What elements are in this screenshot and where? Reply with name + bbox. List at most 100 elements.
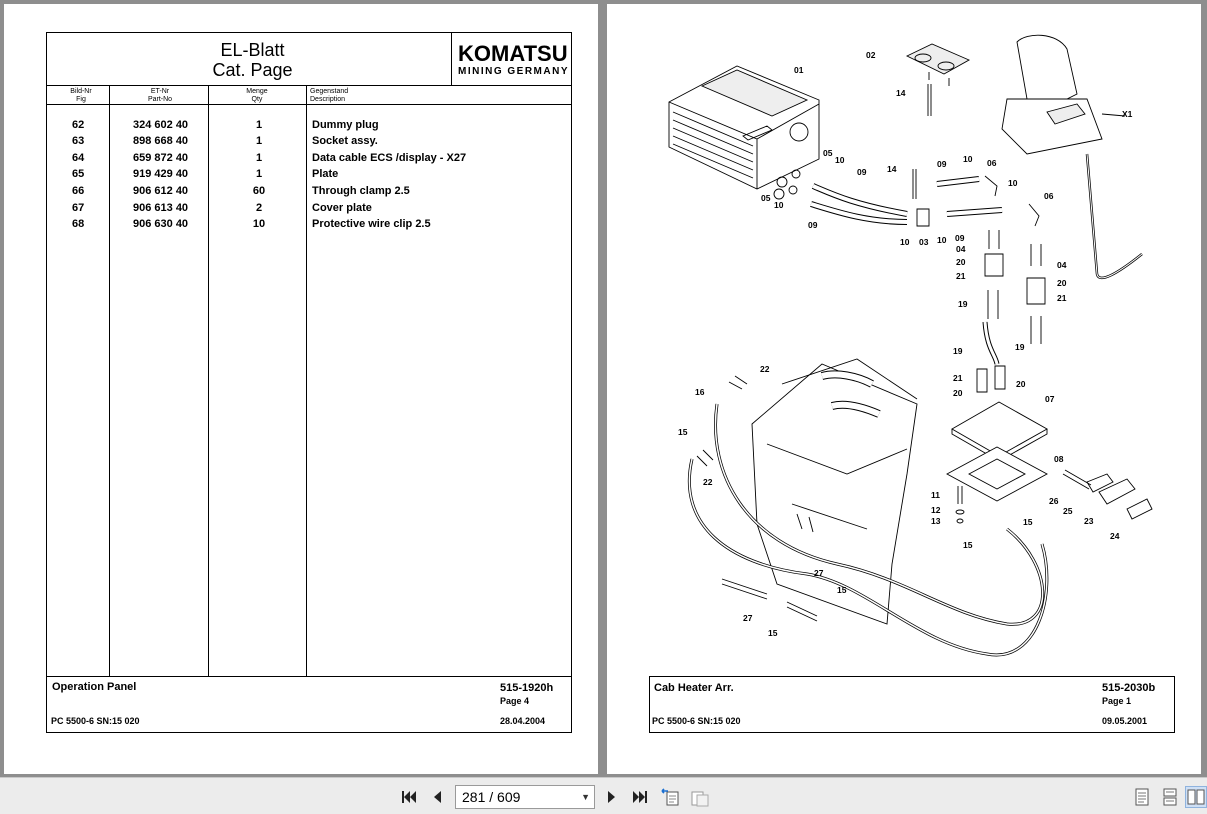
continuous-view-icon[interactable] <box>1159 786 1181 808</box>
row-fig: 63 <box>72 135 85 147</box>
catalog-frame <box>46 32 572 733</box>
prev-page-icon[interactable] <box>426 786 448 808</box>
col-part-header: ET-Nr Part-No <box>142 88 178 104</box>
row-qty: 2 <box>255 202 263 214</box>
callout-10: 10 <box>774 200 784 210</box>
callout-09: 09 <box>955 233 965 243</box>
sheet-title: EL-Blatt <box>220 40 285 60</box>
callout-20: 20 <box>1057 278 1067 288</box>
callout-22: 22 <box>703 477 713 487</box>
col-fig-en: Fig <box>76 96 86 103</box>
left-catalog-page: EL-Blatt Cat. Page KOMATSU MINING GERMAN… <box>4 4 598 774</box>
callout-10: 10 <box>937 235 947 245</box>
footer-page: Page 1 <box>1102 696 1132 706</box>
row-qty: 1 <box>255 135 263 147</box>
pdf-navigation-toolbar: 281 / 609 ▼ <box>0 777 1207 814</box>
callout-07: 07 <box>1045 394 1055 404</box>
row-desc: Plate <box>312 168 339 180</box>
single-page-view-icon[interactable] <box>1131 786 1153 808</box>
row-desc: Dummy plug <box>312 119 379 131</box>
callout-20: 20 <box>1016 379 1026 389</box>
row-qty: 1 <box>255 152 263 164</box>
callout-x1: X1 <box>1122 109 1133 119</box>
callout-06: 06 <box>1044 191 1054 201</box>
go-forward-view-icon[interactable] <box>689 786 711 808</box>
callout-25: 25 <box>1063 506 1073 516</box>
next-page-icon[interactable] <box>601 786 623 808</box>
callout-06: 06 <box>987 158 997 168</box>
callout-15: 15 <box>678 427 688 437</box>
callout-16: 16 <box>695 387 705 397</box>
callout-21: 21 <box>956 271 966 281</box>
callout-11: 11 <box>931 490 940 500</box>
callout-12: 12 <box>931 505 941 515</box>
callout-01: 01 <box>794 65 804 75</box>
callout-08: 08 <box>1054 454 1064 464</box>
callout-15: 15 <box>768 628 778 638</box>
cab-heater-drawing: 01 02 14 05 10 09 14 09 10 06 10 06 05 1… <box>668 34 1153 657</box>
komatsu-logo-sub: MINING GERMANY <box>458 66 569 77</box>
row-desc: Through clamp 2.5 <box>312 185 410 197</box>
callout-27: 27 <box>743 613 753 623</box>
col-part-de: ET-Nr <box>150 88 170 95</box>
col-desc-header: Gegenstand Description <box>310 88 348 104</box>
chevron-down-icon[interactable]: ▼ <box>581 792 590 802</box>
row-fig: 66 <box>72 185 85 197</box>
footer-date: 28.04.2004 <box>500 716 546 726</box>
page-number-text: 281 / 609 <box>462 789 521 805</box>
two-page-view-icon[interactable] <box>1185 786 1207 808</box>
row-qty: 60 <box>252 185 266 197</box>
col-qty-en: Qty <box>251 96 263 103</box>
col-divider-2 <box>208 86 209 676</box>
header-divider <box>46 85 572 86</box>
callout-20: 20 <box>956 257 966 267</box>
row-desc: Socket assy. <box>312 135 378 147</box>
first-page-icon[interactable] <box>398 786 420 808</box>
right-drawing-page: 01 02 14 05 10 09 14 09 10 06 10 06 05 1… <box>607 4 1201 774</box>
callout-03: 03 <box>919 237 929 247</box>
callout-04: 04 <box>1057 260 1067 270</box>
row-part: 659 872 40 <box>133 152 189 164</box>
col-divider-3 <box>306 86 307 676</box>
row-fig: 64 <box>72 152 85 164</box>
col-part-en: Part-No <box>147 96 173 103</box>
footer-title: Operation Panel <box>52 681 137 693</box>
footer-model: PC 5500-6 SN:15 020 <box>652 716 741 726</box>
callout-15: 15 <box>837 585 847 595</box>
row-part: 906 612 40 <box>133 185 189 197</box>
go-back-view-icon[interactable] <box>659 786 681 808</box>
page-number-input[interactable]: 281 / 609 ▼ <box>455 785 595 809</box>
col-desc-de: Gegenstand <box>310 88 349 95</box>
col-qty-de: Menge <box>246 88 268 95</box>
callout-05: 05 <box>761 193 771 203</box>
callout-19: 19 <box>958 299 968 309</box>
row-fig: 62 <box>72 119 85 131</box>
callout-22: 22 <box>760 364 770 374</box>
callout-10: 10 <box>900 237 910 247</box>
callout-23: 23 <box>1084 516 1094 526</box>
col-fig-header: Bild-Nr Fig <box>66 88 96 104</box>
callout-24: 24 <box>1110 531 1120 541</box>
col-qty-header: Menge Qty <box>242 88 272 104</box>
komatsu-logo: KOMATSU <box>458 41 568 66</box>
footer-title: Cab Heater Arr. <box>654 682 734 694</box>
callout-10: 10 <box>835 155 845 165</box>
callout-19: 19 <box>953 346 963 356</box>
callout-19: 19 <box>1015 342 1025 352</box>
callout-15: 15 <box>963 540 973 550</box>
row-fig: 65 <box>72 168 85 180</box>
callout-10: 10 <box>1008 178 1018 188</box>
footer-divider <box>46 676 572 677</box>
callout-10: 10 <box>963 154 973 164</box>
col-desc-en: Description <box>310 96 346 103</box>
row-qty: 1 <box>255 119 263 131</box>
row-part: 906 630 40 <box>133 218 189 230</box>
footer-date: 09.05.2001 <box>1102 716 1148 726</box>
footer-page: Page 4 <box>500 696 530 706</box>
row-desc: Cover plate <box>312 202 372 214</box>
col-fig-de: Bild-Nr <box>70 88 92 95</box>
last-page-icon[interactable] <box>629 786 651 808</box>
callout-20: 20 <box>953 388 963 398</box>
row-desc: Protective wire clip 2.5 <box>312 218 431 230</box>
callout-09: 09 <box>808 220 818 230</box>
